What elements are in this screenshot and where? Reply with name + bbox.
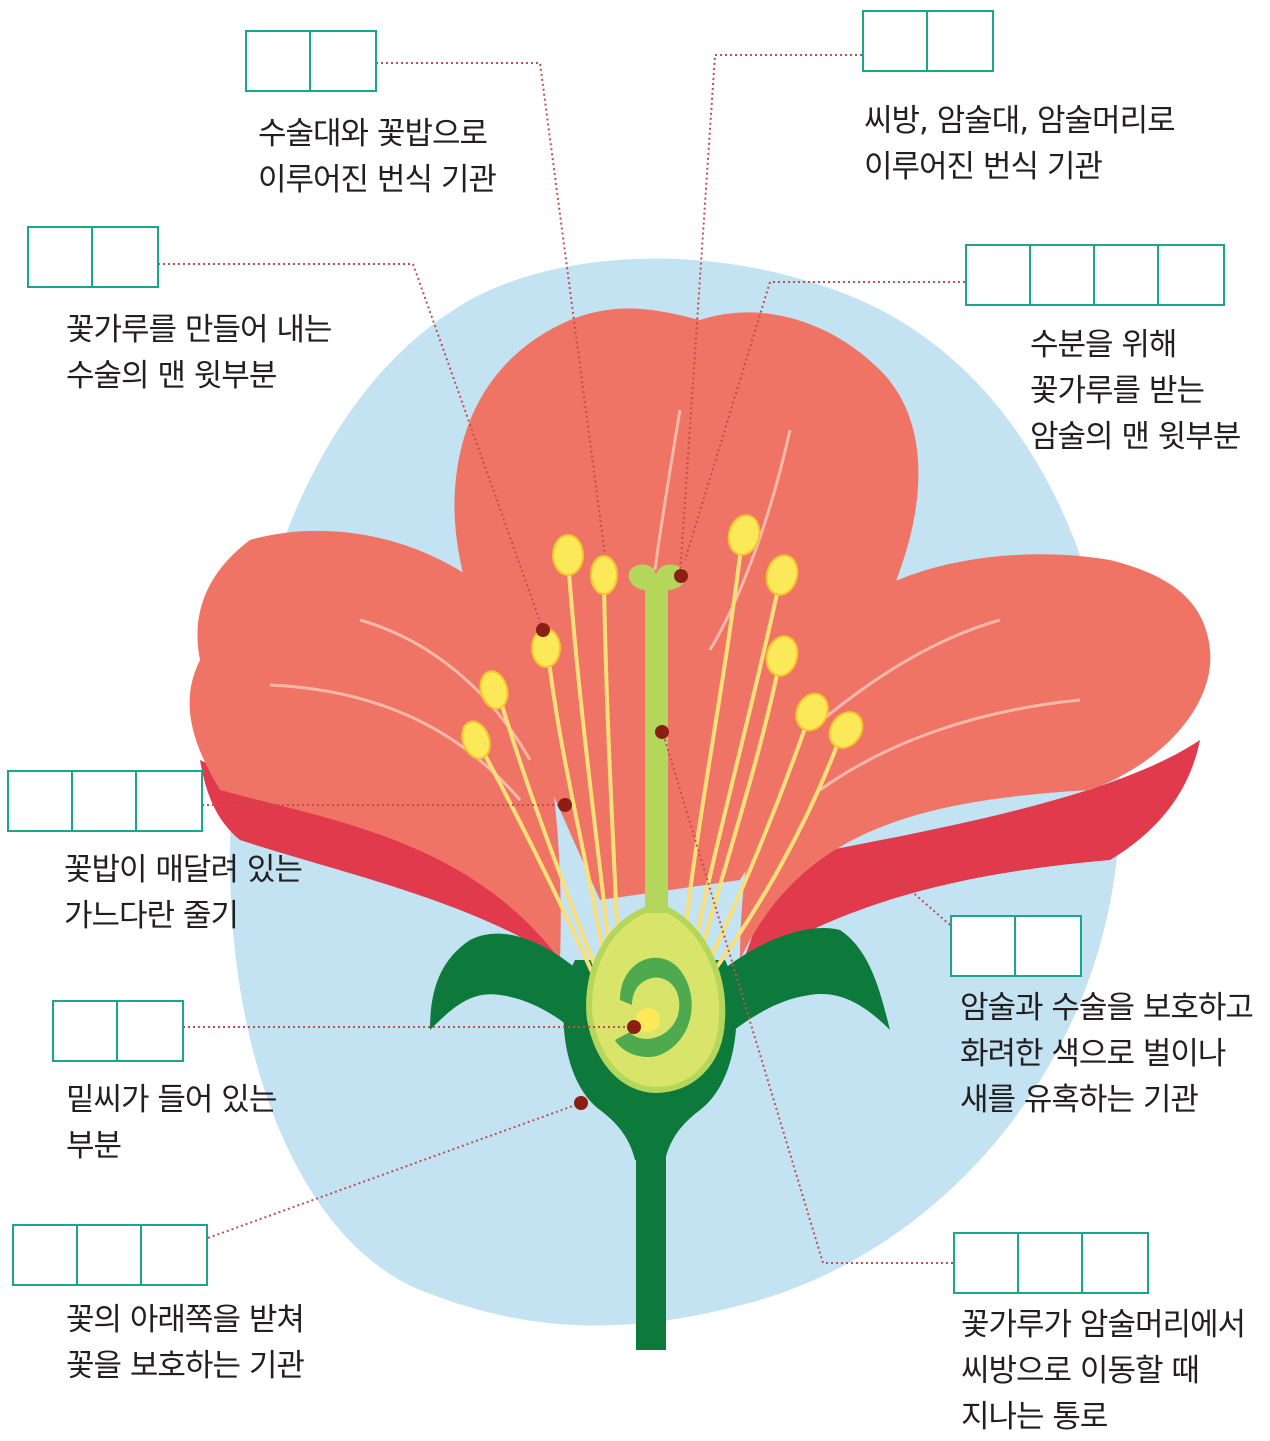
label-box-pistil[interactable] xyxy=(862,10,994,72)
ovary-outer xyxy=(589,910,722,1090)
pistil-style xyxy=(645,585,668,920)
label-box-style[interactable] xyxy=(953,1232,1149,1294)
label-box-stigma[interactable] xyxy=(965,244,1225,306)
label-box-sepal[interactable] xyxy=(12,1224,208,1286)
label-box-stamen[interactable] xyxy=(245,30,377,92)
label-box-filament[interactable] xyxy=(7,770,203,832)
label-box-anther[interactable] xyxy=(27,226,159,288)
stem xyxy=(636,1140,666,1350)
label-box-ovary[interactable] xyxy=(52,1000,184,1062)
label-box-petal[interactable] xyxy=(950,915,1082,977)
